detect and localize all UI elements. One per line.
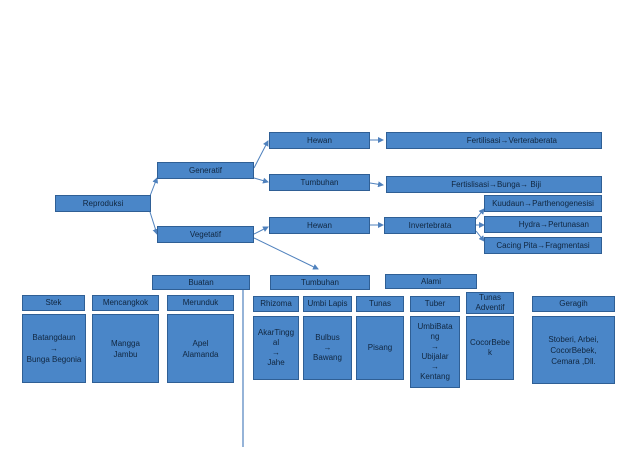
arrow-vegetatif-hewan [253, 226, 269, 235]
category-rhizoma: Rhizoma [253, 296, 299, 312]
category-umbi-lapis: Umbi Lapis [303, 296, 352, 312]
example-umbi-lapis: Bulbus → Bawang [303, 316, 352, 380]
example-tuber: UmbiBata ng → Ubijalar → Kentang [410, 316, 460, 388]
arrow-invertebrata-cacing [475, 230, 485, 242]
category-geragih: Geragih [532, 296, 615, 312]
category-merunduk: Merunduk [167, 295, 234, 311]
node-hewan-vegetatif: Hewan [269, 217, 370, 234]
arrow-vegetatif-tumbuhan [253, 237, 319, 270]
example-rhizoma: AkarTingg al → Jahe [253, 316, 299, 380]
node-hewan-generatif: Hewan [269, 132, 370, 149]
node-generatif: Generatif [157, 162, 254, 179]
arrow-generatif-tumbuhan [253, 177, 269, 184]
category-tunas: Tunas [356, 296, 404, 312]
arrow-generatif-hewan [253, 140, 269, 169]
node-tumbuhan-vegetatif: Tumbuhan [270, 275, 370, 290]
node-fertilisasi-tumbuhan: Fertislisasi→Bunga→ Biji [386, 176, 602, 193]
node-alami: Alami [385, 274, 477, 289]
node-tumbuhan-generatif: Tumbuhan [269, 174, 370, 191]
node-hydra: Hydra→Pertunasan [484, 216, 602, 233]
category-stek: Stek [22, 295, 85, 311]
example-merunduk: Apel Alamanda [167, 314, 234, 383]
example-stek: Batangdaun → Bunga Begonia [22, 314, 86, 383]
category-mencangkok: Mencangkok [92, 295, 159, 311]
node-buatan: Buatan [152, 275, 250, 290]
arrow-reproduksi-vegetatif [149, 211, 159, 235]
arrow-invertebrata-kuudaun [475, 208, 485, 220]
node-invertebrata: Invertebrata [384, 217, 476, 234]
arrow-tumbuhan-fertilisasi [369, 181, 384, 188]
node-fertilisasi-hewan: Fertilisasi→Verteraberata [386, 132, 602, 149]
example-mencangkok: Mangga Jambu [92, 314, 159, 383]
example-tunas: Pisang [356, 316, 404, 380]
node-cacing-pita: Cacing Pita→Fragmentasi [484, 237, 602, 254]
node-kuudaun: Kuudaun→Parthenogenesisi [484, 195, 602, 212]
example-geragih: Stoberi, Arbei, CocorBebek, Cemara ,Dll. [532, 316, 615, 384]
example-tunas-adventif: CocorBebe k [466, 316, 514, 380]
category-tuber: Tuber [410, 296, 460, 312]
node-vegetatif: Vegetatif [157, 226, 254, 243]
category-tunas-adventif: Tunas Adventif [466, 292, 514, 314]
node-reproduksi: Reproduksi [55, 195, 151, 212]
arrow-reproduksi-generatif [149, 177, 158, 197]
